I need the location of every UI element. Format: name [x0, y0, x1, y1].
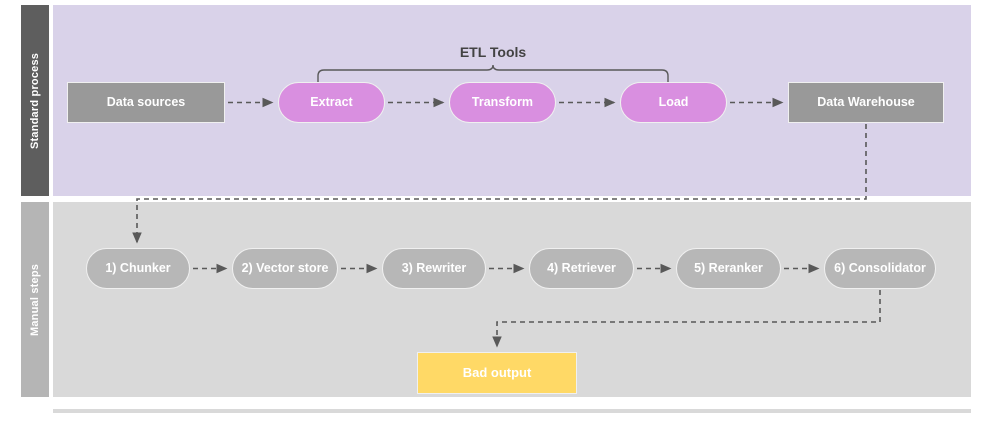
node-bad-output[interactable]: Bad output [417, 352, 577, 394]
node-extract-label: Extract [310, 95, 353, 110]
node-transform-label: Transform [471, 95, 534, 110]
node-chunker-label: 1) Chunker [105, 261, 171, 276]
node-chunker[interactable]: 1) Chunker [86, 248, 190, 289]
node-transform[interactable]: Transform [449, 82, 556, 123]
node-data-sources-label: Data sources [106, 95, 186, 110]
node-consolidator-label: 6) Consolidator [834, 261, 926, 276]
lane-label-manual-steps: Manual steps [21, 202, 49, 397]
node-data-warehouse-label: Data Warehouse [817, 95, 915, 110]
node-load[interactable]: Load [620, 82, 727, 123]
node-reranker[interactable]: 5) Reranker [676, 248, 781, 289]
lane-label-standard-process-text: Standard process [29, 52, 41, 149]
node-retriever[interactable]: 4) Retriever [529, 248, 634, 289]
bottom-divider-rule [53, 409, 971, 413]
etl-tools-label: ETL Tools [459, 44, 527, 60]
node-retriever-label: 4) Retriever [547, 261, 616, 276]
node-bad-output-label: Bad output [462, 364, 532, 380]
node-load-label: Load [658, 95, 689, 110]
node-data-sources[interactable]: Data sources [67, 82, 225, 123]
node-vector-store[interactable]: 2) Vector store [232, 248, 338, 289]
lane-label-manual-steps-text: Manual steps [29, 263, 41, 336]
node-rewriter[interactable]: 3) Rewriter [382, 248, 486, 289]
node-data-warehouse[interactable]: Data Warehouse [788, 82, 944, 123]
node-consolidator[interactable]: 6) Consolidator [824, 248, 936, 289]
node-vector-store-label: 2) Vector store [241, 261, 329, 276]
node-extract[interactable]: Extract [278, 82, 385, 123]
node-reranker-label: 5) Reranker [694, 261, 763, 276]
lane-label-standard-process: Standard process [21, 5, 49, 196]
node-rewriter-label: 3) Rewriter [401, 261, 467, 276]
